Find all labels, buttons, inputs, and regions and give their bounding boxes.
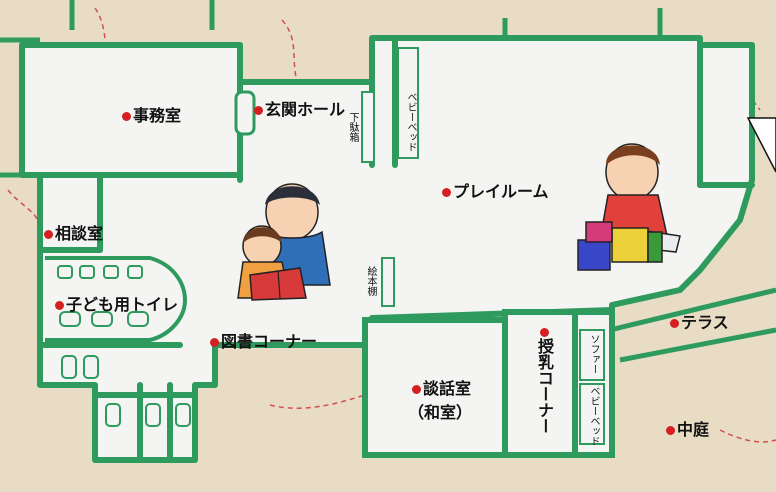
marker-dot <box>254 106 263 115</box>
path-line <box>7 189 41 226</box>
label-office: 事務室 <box>122 102 181 126</box>
marker-dot <box>540 328 549 337</box>
path-line <box>281 19 299 86</box>
label-entrance: 玄関ホール <box>254 96 345 120</box>
label-kids-toilet: 子ども用トイレ <box>55 291 178 315</box>
marker-dot <box>122 112 131 121</box>
path-line <box>719 429 776 443</box>
label-baby-bed-bottom: ベビーベッド <box>588 386 599 446</box>
label-picture-shelf: 絵本棚 <box>365 266 376 296</box>
path-line <box>269 384 396 409</box>
label-talk-room: 談話室 <box>412 375 471 399</box>
marker-dot <box>210 338 219 347</box>
marker-dot <box>670 319 679 328</box>
label-nursing: 授乳コーナー <box>535 338 554 434</box>
kids-reading-illustration <box>237 183 331 301</box>
marker-nursing <box>540 322 551 341</box>
label-shoe-box: 下駄箱 <box>347 112 358 142</box>
label-courtyard: 中庭 <box>666 416 709 440</box>
callout-arrow <box>746 117 776 173</box>
label-sofa: ソファー <box>588 334 599 374</box>
label-japanese-room: （和室） <box>408 403 473 422</box>
marker-dot <box>44 230 53 239</box>
child-playing-blocks-illustration <box>577 143 681 271</box>
label-library: 図書コーナー <box>210 328 317 352</box>
marker-dot <box>412 385 421 394</box>
label-playroom: プレイルーム <box>442 178 549 202</box>
label-baby-bed-top: ベビーベッド <box>405 92 416 152</box>
marker-dot <box>55 301 64 310</box>
label-consult: 相談室 <box>44 220 103 244</box>
marker-dot <box>442 188 451 197</box>
marker-dot <box>666 426 675 435</box>
label-terrace: テラス <box>670 309 729 333</box>
